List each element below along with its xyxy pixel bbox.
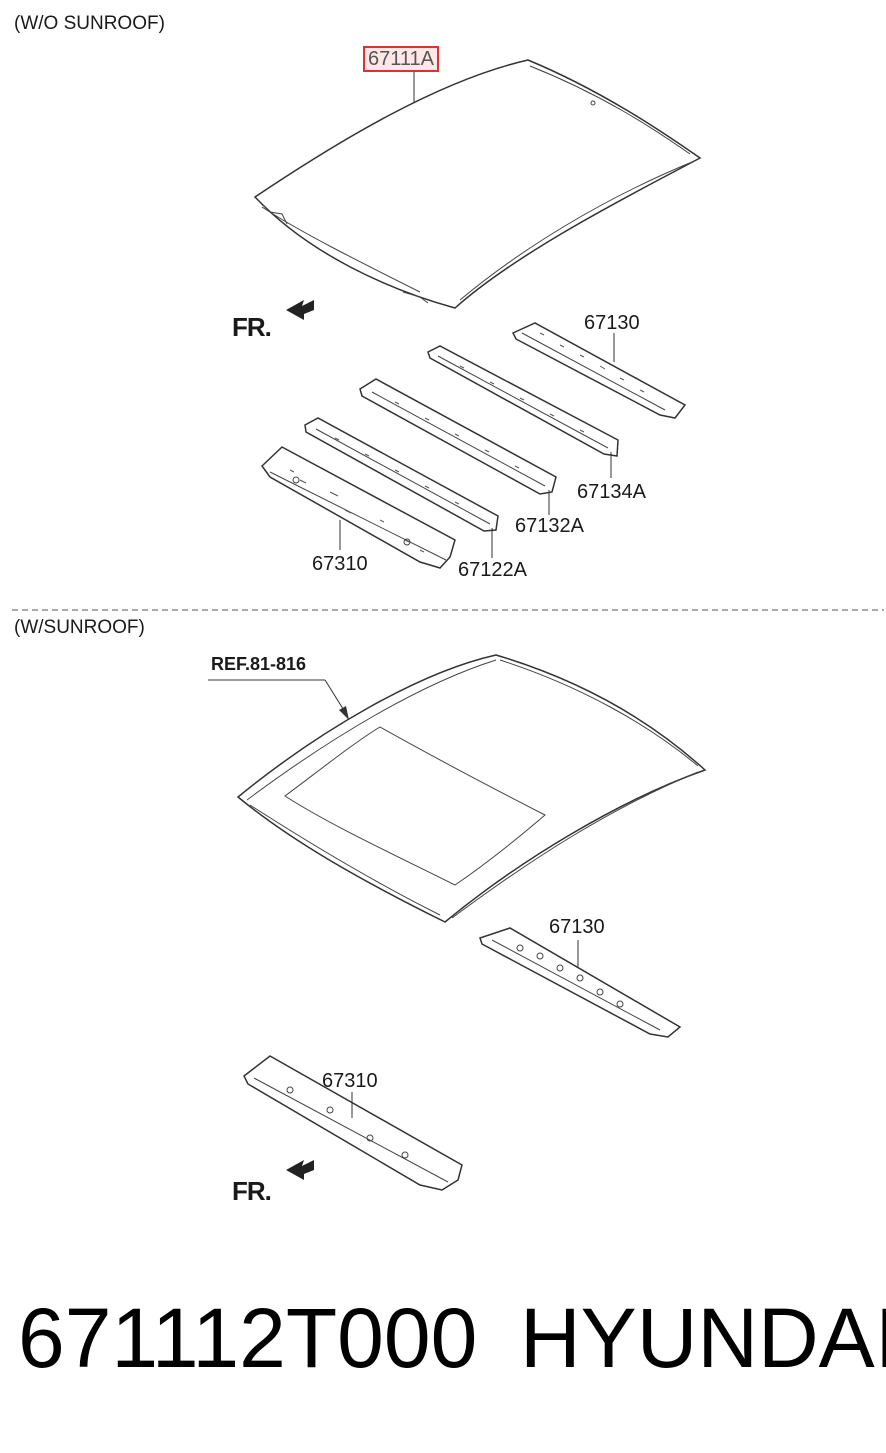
footer-part-number: 671112T000 [18, 1291, 478, 1385]
section-title-with-sunroof: (W/SUNROOF) [14, 617, 145, 638]
rail-67310-drawing [261, 446, 456, 569]
fr-arrow-icon [286, 300, 314, 320]
part-label-67134a[interactable]: 67134A [577, 481, 646, 503]
rail-67122a-drawing [304, 417, 499, 532]
rail-67132a-drawing [359, 378, 557, 495]
part-label-67310[interactable]: 67310 [312, 553, 368, 575]
rail-67310-bottom-drawing [243, 1055, 463, 1191]
rail-67130-bottom-drawing [479, 927, 682, 1038]
reference-label[interactable]: REF.81-816 [211, 654, 307, 674]
part-label-67310-bottom[interactable]: 67310 [322, 1070, 378, 1092]
part-label-67122a[interactable]: 67122A [458, 559, 527, 581]
part-label-67130[interactable]: 67130 [584, 312, 640, 334]
front-direction-label: FR. [232, 312, 272, 342]
part-label-67130-bottom[interactable]: 67130 [549, 916, 605, 938]
roof-panel-drawing [253, 59, 702, 309]
part-label-67132a[interactable]: 67132A [515, 515, 584, 537]
fr-arrow-bottom-icon [286, 1160, 314, 1180]
rail-67130-drawing [511, 322, 687, 419]
part-label-roof-panel[interactable]: 67111A [363, 46, 439, 72]
sunroof-roof-drawing [236, 654, 707, 923]
footer-brand: HYUNDAI [520, 1291, 886, 1385]
ref-arrowhead [339, 706, 349, 720]
section-title-without-sunroof: (W/O SUNROOF) [14, 13, 165, 34]
front-direction-label-bottom: FR. [232, 1176, 272, 1206]
rail-67134a-drawing [427, 345, 619, 457]
